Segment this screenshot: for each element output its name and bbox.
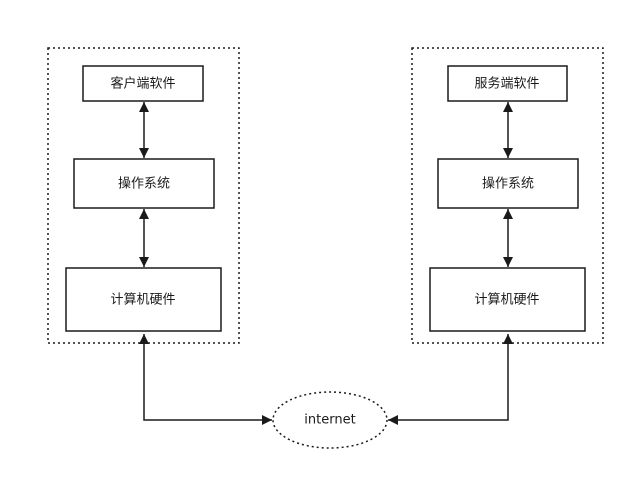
client-hardware-box: 计算机硬件 bbox=[65, 267, 222, 332]
client-os-label: 操作系统 bbox=[118, 176, 170, 192]
server-os-box: 操作系统 bbox=[437, 158, 579, 209]
server-software-label: 服务端软件 bbox=[474, 76, 539, 92]
internet-label: internet bbox=[304, 413, 355, 428]
client-internet-connector bbox=[139, 334, 272, 425]
client-hardware-label: 计算机硬件 bbox=[110, 293, 175, 308]
internet-node: internet bbox=[272, 391, 388, 449]
server-internet-connector bbox=[388, 334, 513, 425]
client-software-label: 客户端软件 bbox=[110, 76, 175, 92]
internet-ellipse bbox=[272, 391, 388, 449]
server-group: 服务端软件 操作系统 计算机硬件 bbox=[411, 47, 604, 344]
server-hardware-box: 计算机硬件 bbox=[429, 267, 586, 332]
client-software-box: 客户端软件 bbox=[82, 65, 204, 102]
server-os-label: 操作系统 bbox=[482, 176, 534, 192]
client-os-box: 操作系统 bbox=[73, 158, 215, 209]
server-hardware-label: 计算机硬件 bbox=[474, 293, 539, 308]
client-group: 客户端软件 操作系统 计算机硬件 bbox=[47, 47, 240, 344]
server-software-box: 服务端软件 bbox=[447, 65, 568, 102]
